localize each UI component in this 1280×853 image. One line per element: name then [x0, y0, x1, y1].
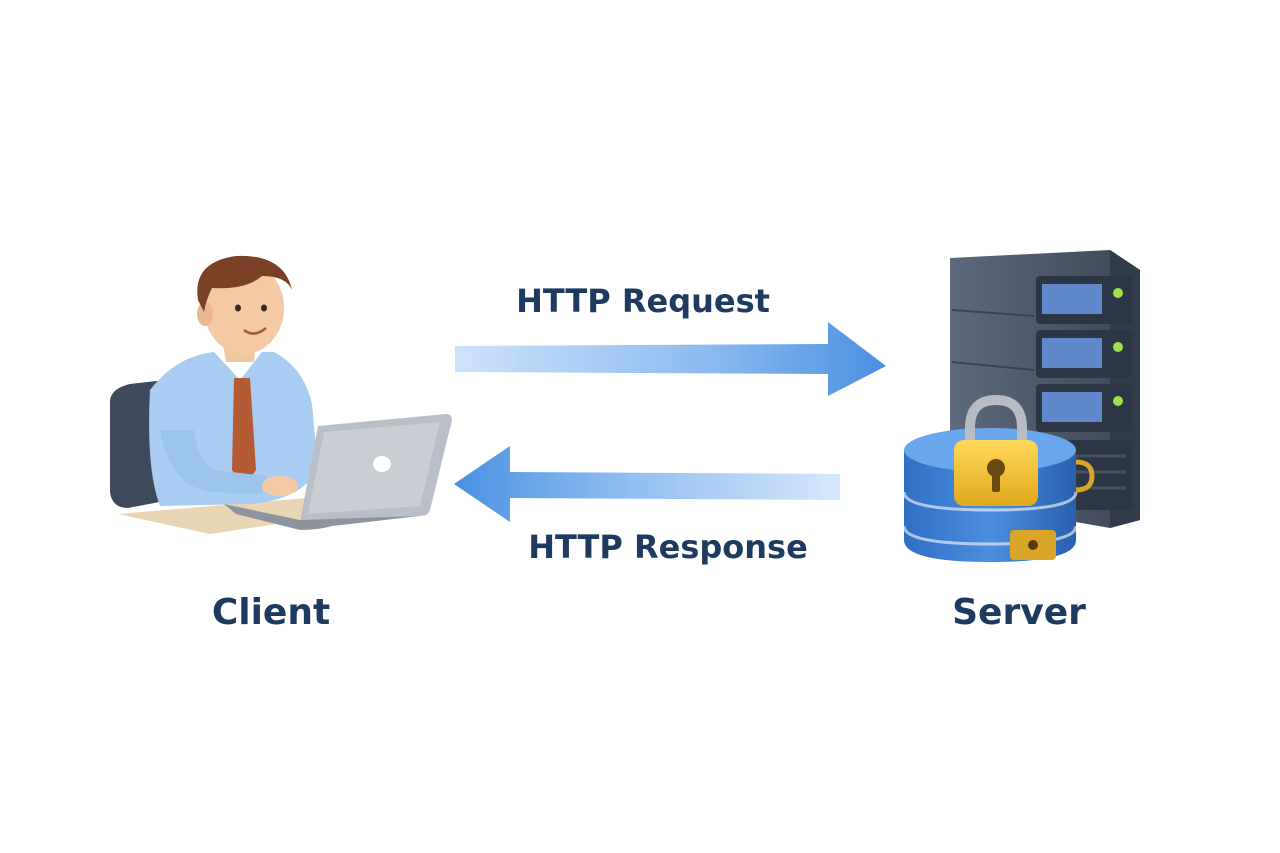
server-label: Server [952, 592, 1086, 633]
drive-bay [1036, 330, 1132, 378]
http-response-label: HTTP Response [528, 528, 808, 566]
client-label: Client [211, 592, 331, 633]
hand-icon [262, 476, 298, 496]
tie-icon [232, 378, 256, 486]
client-icon [110, 255, 452, 534]
http-request-label: HTTP Request [516, 282, 770, 320]
hair-icon [197, 255, 292, 312]
drive-bay [1036, 276, 1132, 324]
lock-icon [954, 394, 1038, 506]
drive-bay [1036, 384, 1132, 432]
request-arrow [455, 322, 886, 396]
response-arrow [454, 446, 840, 522]
